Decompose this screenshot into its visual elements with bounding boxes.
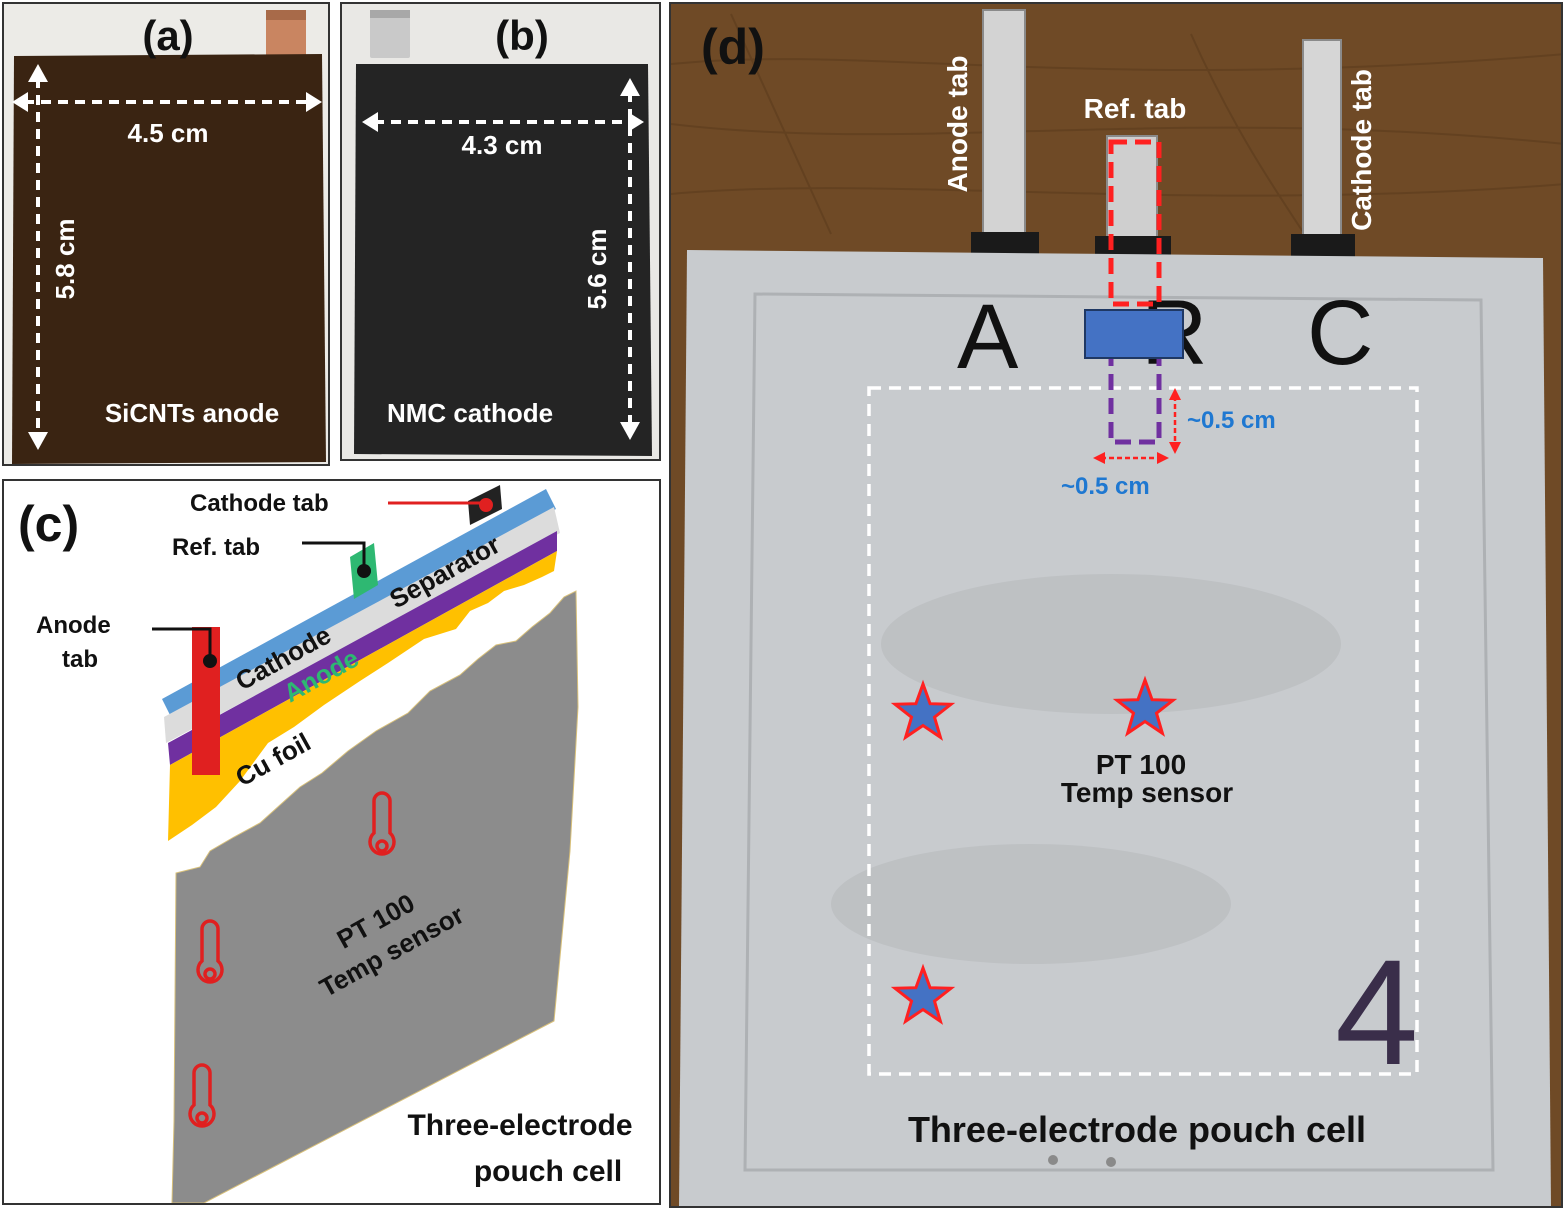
anode-tab xyxy=(192,627,220,775)
panel-c-title-line2: pouch cell xyxy=(474,1155,622,1188)
panel-b-cathode-photo: (b) 4.3 cm 5.6 cm NMC cathode xyxy=(340,2,661,461)
panel-d-pouch-photo: A R C 4 (d) Anode tab Ref. xyxy=(669,2,1563,1208)
anode-width-label: 4.5 cm xyxy=(128,118,209,148)
separator-layer xyxy=(164,507,560,743)
anode-tab xyxy=(982,9,1026,261)
cathode-width-label: 4.3 cm xyxy=(462,130,543,160)
pouch-cell-schematic: (c) Cathode tab Ref. tab Anode tab Catho… xyxy=(18,485,633,1203)
panel-b-label: (b) xyxy=(495,12,549,59)
cathode-caption: NMC cathode xyxy=(387,398,553,428)
star-icon xyxy=(1112,675,1178,737)
cathode-tab xyxy=(1302,39,1342,261)
star-icon xyxy=(890,679,956,741)
cathode-tab-label: Cathode tab xyxy=(1346,69,1377,231)
horizontal-dimension-label: ~0.5 cm xyxy=(1061,473,1150,500)
anode-dimension-arrows xyxy=(24,78,312,434)
panel-a-label: (a) xyxy=(142,12,193,59)
cathode-aluminum-tab xyxy=(370,10,410,58)
cathode-height-label: 5.6 cm xyxy=(582,229,612,310)
anode-tab-label-line2: tab xyxy=(62,646,98,673)
anode-tab-label: Anode tab xyxy=(942,56,973,193)
panel-d-label: (d) xyxy=(701,19,765,75)
pt100-label-line1: PT 100 xyxy=(1096,749,1186,780)
thermometer-icon xyxy=(368,791,396,856)
cathode-photo-graphic: (b) 4.3 cm 5.6 cm NMC cathode xyxy=(354,10,652,456)
active-area-outline xyxy=(867,386,1419,1076)
pouch-photo-graphic: A R C 4 (d) Anode tab Ref. xyxy=(671,9,1561,1206)
thermometer-icon xyxy=(188,1063,216,1128)
panel-a-anode-photo: (a) 4.5 cm 5.8 cm SiCNTs anode xyxy=(2,2,330,466)
handwritten-a: A xyxy=(957,286,1019,388)
anode-copper-tab xyxy=(266,10,306,62)
cu-foil-layer xyxy=(168,551,557,841)
anode-caption: SiCNTs anode xyxy=(105,398,279,428)
reference-electrode-block xyxy=(1084,309,1184,359)
cathode-layer xyxy=(162,489,556,719)
panel-c-schematic: (c) Cathode tab Ref. tab Anode tab Catho… xyxy=(2,479,661,1205)
cathode-electrode-sheet xyxy=(354,64,652,456)
cathode-tab-label: Cathode tab xyxy=(190,490,329,517)
vertical-dimension-label: ~0.5 cm xyxy=(1187,407,1276,434)
handwritten-c: C xyxy=(1307,282,1373,384)
anode-photo-graphic: (a) 4.5 cm 5.8 cm SiCNTs anode xyxy=(12,10,326,464)
anode-tab-label-line1: Anode xyxy=(36,612,111,639)
ref-tab-outline xyxy=(1108,139,1162,307)
pt100-label-line2: Temp sensor xyxy=(1061,777,1233,808)
star-icon xyxy=(890,963,956,1025)
thermometer-icon xyxy=(196,919,224,984)
handwritten-4: 4 xyxy=(1335,928,1418,1096)
cathode-dimension-arrows xyxy=(374,92,632,424)
panel-c-title-line1: Three-electrode xyxy=(407,1109,632,1142)
panel-d-title: Three-electrode pouch cell xyxy=(908,1109,1366,1150)
pouch-body xyxy=(171,590,579,1203)
anode-layer xyxy=(168,531,557,765)
panel-c-label: (c) xyxy=(18,496,79,552)
ref-tab-label: Ref. tab xyxy=(1084,93,1187,124)
pouch-body xyxy=(679,250,1551,1206)
ref-tab-label: Ref. tab xyxy=(172,534,260,561)
anode-height-label: 5.8 cm xyxy=(50,219,80,300)
anode-electrode-sheet xyxy=(12,54,326,464)
